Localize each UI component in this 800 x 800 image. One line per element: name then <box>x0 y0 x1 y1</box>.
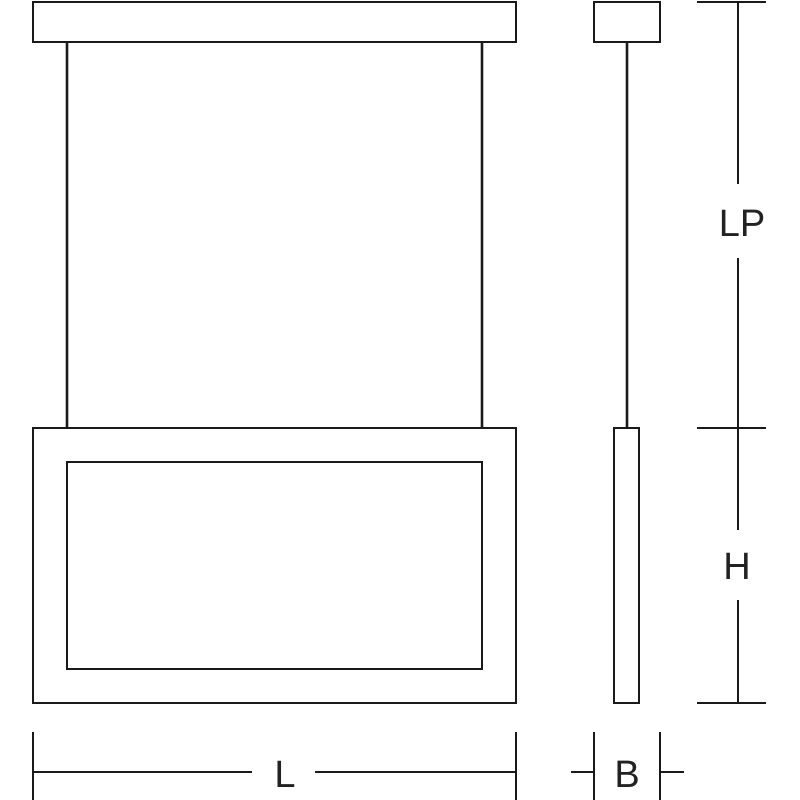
dimension-length: L <box>32 732 517 800</box>
side-ceiling-canopy <box>593 1 661 43</box>
dimension-pendant-length: LP <box>697 1 766 428</box>
dimension-width-label: B <box>614 754 639 796</box>
dimension-height: H <box>697 427 766 704</box>
front-ceiling-canopy <box>32 1 517 43</box>
dimension-width: B <box>571 732 684 800</box>
dimension-pendant-length-label: LP <box>719 203 765 245</box>
dimension-length-label: L <box>274 754 295 796</box>
front-luminaire-frame <box>32 427 517 704</box>
dimension-height-label: H <box>723 546 750 588</box>
front-luminaire-panel <box>66 461 483 670</box>
side-luminaire-body <box>613 427 640 704</box>
front-view <box>32 1 517 704</box>
side-view <box>593 1 661 704</box>
